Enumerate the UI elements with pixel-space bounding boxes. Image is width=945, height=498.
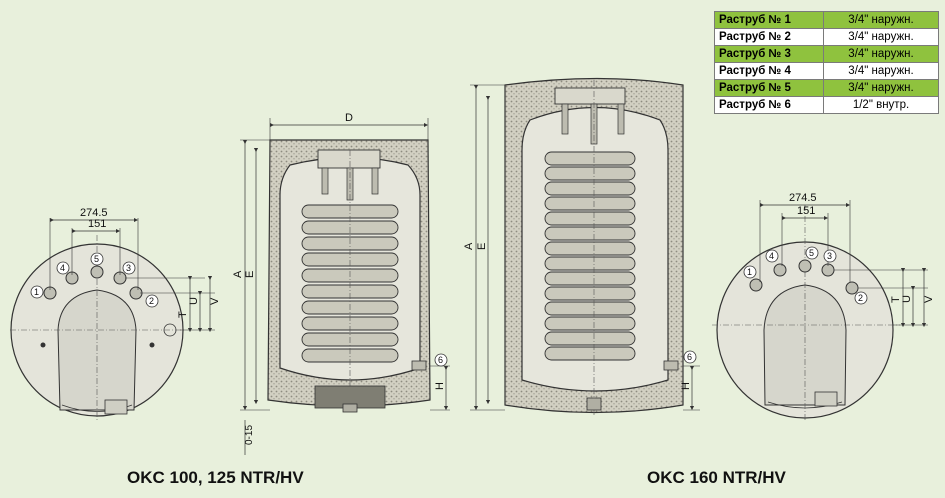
dim-a-right: A — [463, 242, 475, 250]
nozzle-callouts: 1 4 5 3 2 6 1 4 5 3 2 6 — [30, 246, 868, 367]
side-view-right — [470, 77, 700, 415]
legend-name: Раструб № 4 — [714, 62, 824, 80]
caption-okc-160: OKC 160 NTR/HV — [647, 468, 786, 487]
dim-t-right: T — [890, 296, 902, 303]
dim-v-left: V — [209, 297, 221, 305]
dim-width-outer-right: 274.5 — [789, 192, 817, 204]
dim-e-right: E — [476, 243, 488, 250]
heating-coil-right — [544, 151, 636, 361]
dim-width-outer-left: 274.5 — [80, 207, 108, 219]
nozzle-6-right: 6 — [687, 352, 692, 362]
dim-u-right: U — [901, 295, 913, 303]
nozzle-3-right: 3 — [827, 251, 832, 261]
legend-value: 3/4" наружн. — [823, 28, 939, 46]
top-view-right — [712, 200, 928, 420]
dim-a-left: A — [232, 270, 244, 278]
legend-name: Раструб № 6 — [714, 96, 824, 114]
dimension-labels: 274.5 151 274.5 151 D T U V T U V A E A … — [80, 112, 935, 445]
dim-e-left: E — [244, 271, 256, 278]
nozzle-2-right: 2 — [858, 293, 863, 303]
legend-value: 3/4" наружн. — [823, 79, 939, 97]
legend-value: 3/4" наружн. — [823, 11, 939, 29]
dim-t-left: T — [177, 311, 189, 318]
nozzle-4-right: 4 — [769, 251, 774, 261]
legend-name: Раструб № 2 — [714, 28, 824, 46]
nozzle-1-right: 1 — [747, 267, 752, 277]
dim-feet: 0-15 — [244, 425, 255, 445]
dim-width-inner-right: 151 — [797, 205, 815, 217]
nozzle-2-left: 2 — [149, 296, 154, 306]
legend-name: Раструб № 5 — [714, 79, 824, 97]
nozzle-4-left: 4 — [60, 263, 65, 273]
legend-name: Раструб № 3 — [714, 45, 824, 63]
dim-v-right: V — [923, 295, 935, 303]
dim-h-right: H — [680, 382, 692, 390]
dim-u-left: U — [188, 297, 200, 305]
dim-d: D — [345, 112, 353, 124]
dim-h-left: H — [434, 382, 446, 390]
nozzle-6-left: 6 — [438, 355, 443, 365]
top-view-left — [10, 217, 215, 420]
nozzle-5-left: 5 — [94, 254, 99, 264]
legend-value: 1/2" внутр. — [823, 96, 939, 114]
side-view-left — [240, 118, 450, 455]
nozzle-5-right: 5 — [809, 248, 814, 258]
legend-value: 3/4" наружн. — [823, 45, 939, 63]
caption-okc-100-125: OKC 100, 125 NTR/HV — [127, 468, 304, 487]
dim-width-inner-left: 151 — [88, 218, 106, 230]
legend-value: 3/4" наружн. — [823, 62, 939, 80]
nozzle-3-left: 3 — [126, 263, 131, 273]
legend-name: Раструб № 1 — [714, 11, 824, 29]
nozzle-1-left: 1 — [34, 287, 39, 297]
